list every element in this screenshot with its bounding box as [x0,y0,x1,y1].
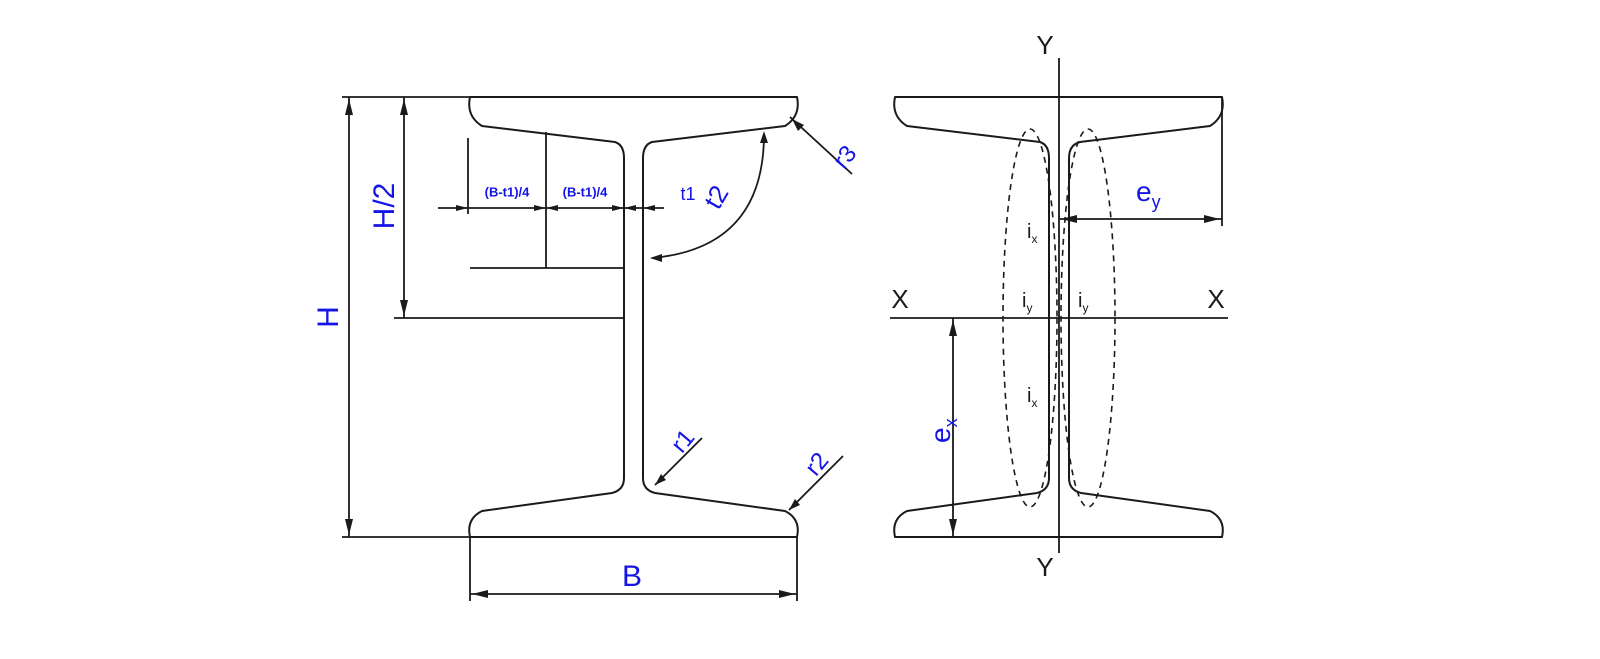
toe-radius-arrow [789,499,800,510]
flange-thickness-label: t2 [698,180,735,214]
iy-right-label: iy [1078,290,1088,315]
width-arrow-right [779,590,795,598]
quarter-left-label: (B-t1)/4 [485,184,531,199]
gyration-ellipse-left [1002,128,1058,508]
height-arrow-top [345,99,353,115]
web-arrow-left [624,205,636,211]
ix-bottom-label: ix [1027,385,1037,410]
toe-radius-label: r2 [800,447,834,481]
ix-top-main: i [1027,221,1031,243]
right-view: Y Y X X ey ex ix ix iy [890,30,1228,582]
iy-left-main: i [1022,290,1026,312]
half-height-label: H/2 [368,183,401,230]
half-height-arrow-bottom [400,300,408,316]
ex-arrow-top [949,320,957,336]
left-view: H H/2 B (B-t1)/4 (B-t1)/4 t1 t2 [312,96,862,601]
iy-left-sub: y [1026,301,1032,315]
flange-thickness-arc [651,133,765,259]
ey-label: ey [1136,176,1161,212]
iy-right-sub: y [1082,301,1088,315]
ix-bottom-sub: x [1031,396,1037,410]
left-beam-outline [468,96,799,538]
width-arrow-left [472,590,488,598]
web-arrow-right [643,205,655,211]
root-radius-label: r1 [666,424,700,458]
right-beam-outline [893,96,1224,538]
ey-arrow-right [1204,215,1220,223]
y-axis-label-top: Y [1036,30,1053,60]
iy-right-main: i [1078,290,1082,312]
ix-top-label: ix [1027,221,1037,246]
gyration-ellipse-right [1060,128,1116,508]
flange-arc-arrow-bottom [650,254,662,262]
height-arrow-bottom [345,519,353,535]
ey-arrow-left [1061,215,1077,223]
ix-top-sub: x [1031,232,1037,246]
ey-label-sub: y [1152,192,1161,212]
x-axis-label-left: X [891,284,908,314]
ix-bottom-main: i [1027,385,1031,407]
width-label: B [622,560,642,593]
ex-arrow-bottom [949,519,957,535]
quarter-arrow-2 [534,205,546,211]
ex-label-sub: x [941,418,961,427]
quarter-arrow-3 [546,205,558,211]
x-axis-label-right: X [1207,284,1224,314]
tip-radius-arrow [792,119,804,131]
quarter-arrow-4 [612,205,624,211]
quarter-right-label: (B-t1)/4 [563,184,609,199]
quarter-arrow-1 [456,205,468,211]
ey-label-main: e [1136,176,1152,207]
ex-label: ex [925,418,961,443]
web-thickness-label: t1 [680,184,695,204]
iy-left-label: iy [1022,290,1032,315]
flange-arc-arrow-top [760,131,768,143]
tip-radius-label: r3 [828,140,862,174]
y-axis-label-bottom: Y [1036,552,1053,582]
toe-radius-leader [788,455,844,511]
ex-label-main: e [925,427,956,443]
root-radius-arrow [655,474,666,485]
ex-label-group: ex [925,418,961,443]
half-height-arrow-top [400,99,408,115]
height-label: H [312,306,345,328]
